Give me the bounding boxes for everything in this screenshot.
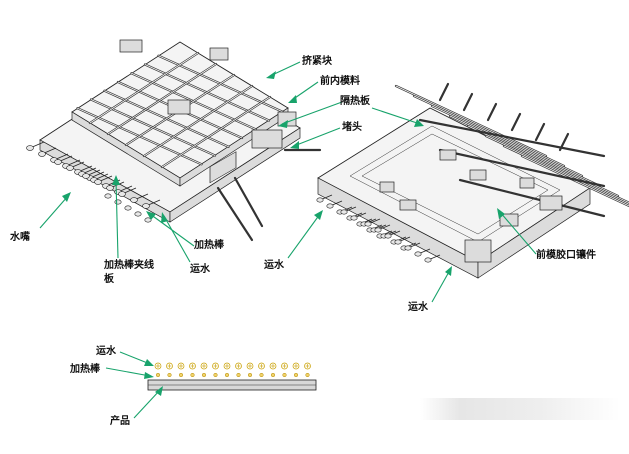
water-nozzle (414, 251, 422, 257)
section-rod-row (154, 362, 311, 378)
water-nozzle (364, 221, 372, 227)
water-nozzle (26, 145, 34, 151)
riser-pipe (486, 102, 498, 122)
label-clamp-block: 挤紧块 (302, 54, 333, 67)
heater-lead (114, 199, 122, 205)
cooling-rod-highlight (431, 105, 583, 177)
water-nozzle (130, 197, 138, 203)
label-cooling-water-mid: 运水 (264, 258, 285, 271)
label-product: 产品 (110, 414, 130, 427)
heater-lead (144, 217, 152, 223)
heater-lead (124, 205, 132, 211)
section-heating-rod (190, 372, 195, 378)
cooling-rod-highlight (413, 95, 565, 167)
section-heating-rod (259, 372, 264, 378)
clamp-rod-highlight (107, 63, 217, 135)
water-nozzle (66, 165, 74, 171)
clamp-rod-highlight (161, 96, 271, 168)
leader-lines (39, 61, 537, 419)
water-nozzle (142, 203, 150, 209)
clamp-rod-highlight (143, 85, 253, 157)
label-front-mold-insert: 前内模料 (320, 74, 360, 87)
section-heating-rod (201, 372, 207, 378)
section-heating-rod (293, 372, 299, 378)
water-nozzle (82, 173, 90, 179)
watermark-blur (420, 398, 620, 420)
section-heating-rod (178, 372, 184, 378)
water-nozzle (118, 191, 126, 197)
cooling-rod-highlight (485, 135, 629, 204)
label-water-nozzle: 水嘴 (9, 230, 30, 243)
section-heating-rod (224, 372, 230, 378)
water-nozzle-row (26, 141, 161, 223)
section-detail (147, 362, 317, 391)
section-heating-rod (155, 372, 161, 378)
label-section-heating-rod: 加热棒 (69, 362, 101, 375)
heating-rod-grid (76, 51, 284, 169)
water-nozzle (374, 227, 382, 233)
water-nozzle (94, 179, 102, 185)
label-section-cooling-water: 运水 (96, 344, 117, 357)
long-pipe (458, 178, 606, 218)
water-nozzle (424, 257, 432, 263)
long-pipe (418, 118, 606, 158)
riser-pipe (438, 82, 450, 102)
cooling-rod-set (394, 82, 629, 218)
water-nozzle (316, 197, 324, 203)
water-nozzle (394, 239, 402, 245)
section-heating-rod (305, 372, 310, 378)
riser-pipe (510, 112, 522, 132)
riser-pipe (462, 92, 474, 112)
water-nozzle-row (316, 194, 441, 263)
left-mold-assembly (26, 39, 322, 242)
label-plug: 堵头 (342, 120, 362, 133)
section-heating-rod (213, 372, 218, 378)
section-heating-rod (270, 372, 276, 378)
label-cooling-water-left: 运水 (190, 262, 211, 275)
heater-lead (134, 211, 142, 217)
water-nozzle (54, 159, 62, 165)
label-heat-shield: 隔热板 (340, 94, 371, 107)
water-nozzle (38, 151, 46, 157)
long-pipe (438, 148, 606, 188)
section-heating-rod (236, 372, 241, 378)
section-heating-rod (167, 372, 172, 378)
cooling-rod-highlight (449, 115, 601, 187)
water-nozzle (350, 215, 358, 221)
label-heating-rod: 加热棒 (193, 238, 225, 251)
section-heating-rod (282, 372, 287, 378)
water-nozzle (326, 203, 334, 209)
label-cooling-water-bottom: 运水 (408, 300, 429, 313)
water-nozzle (384, 233, 392, 239)
cooling-rod-highlight (395, 85, 547, 157)
label-heater-clamp-plate-line2: 板 (104, 272, 115, 285)
water-nozzle (106, 185, 114, 191)
riser-pipe (534, 122, 546, 142)
center-block (167, 99, 191, 115)
heater-lead (104, 193, 112, 199)
water-nozzle (404, 245, 412, 251)
section-heating-rod (247, 372, 253, 378)
clamp-rod-highlight (89, 52, 199, 124)
cooling-rod-highlight (521, 155, 629, 207)
label-front-gate-insert: 前模胶口镶件 (536, 248, 596, 261)
label-heater-clamp-plate-line1: 加热棒夹线 (103, 258, 154, 271)
water-nozzle (340, 209, 348, 215)
right-mold-assembly (316, 82, 629, 279)
